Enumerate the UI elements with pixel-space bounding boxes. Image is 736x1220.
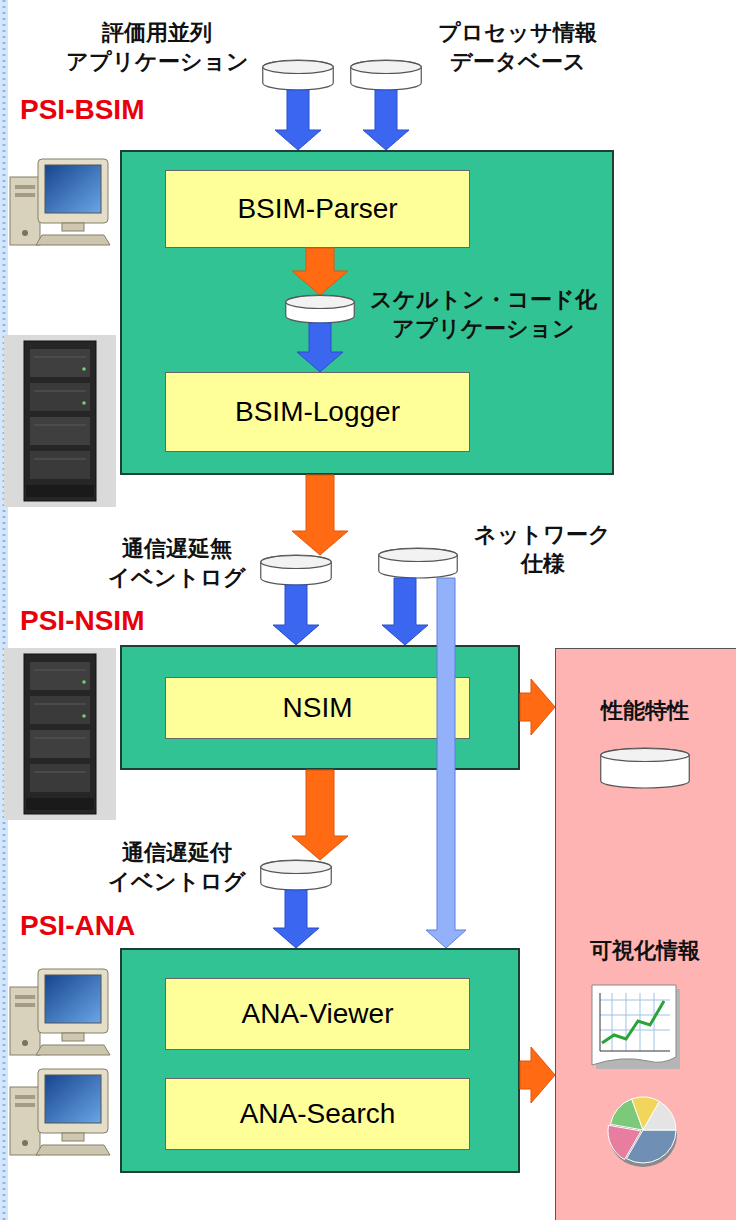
label-slot: 評価用並列 アプリケーション: [63, 19, 252, 76]
data-store: 通信遅延付 イベントログ: [260, 860, 332, 890]
process-label: BSIM-Parser: [237, 193, 397, 225]
edge-stripe-dots: [3, 0, 6, 1220]
workstation-icon: [10, 969, 110, 1055]
cylinder-shape: [260, 555, 332, 585]
label-slot: 通信遅延付 イベントログ: [105, 839, 250, 896]
cylinder-shape: [350, 60, 422, 90]
label-slot: PSI-ANA: [20, 910, 135, 942]
flow-arrow: [273, 585, 319, 645]
store-label: 性能特性: [594, 697, 695, 726]
data-store: 性能特性: [600, 748, 690, 788]
data-store: ネットワーク 仕様: [378, 548, 458, 578]
edge-stripe: [0, 0, 8, 1220]
store-label: スケルトン・コード化 アプリケーション: [367, 286, 600, 343]
flow-arrow: [273, 890, 319, 948]
label-slot: スケルトン・コード化 アプリケーション: [367, 286, 600, 343]
process-box: ANA-Search: [165, 1078, 470, 1150]
label-slot: PSI-NSIM: [20, 605, 144, 637]
label-slot: ネットワーク 仕様: [470, 521, 615, 578]
process-label: BSIM-Logger: [235, 396, 400, 428]
store-label: ネットワーク 仕様: [470, 521, 615, 578]
visual-output: 可視化情報: [585, 980, 705, 1175]
server-icon: [4, 335, 116, 507]
server-icon: [4, 648, 116, 820]
flow-arrow: [520, 679, 555, 735]
cylinder-shape: [378, 548, 458, 578]
workstation-icon: [10, 159, 110, 245]
output-label: 可視化情報: [583, 937, 706, 966]
workstation-icon: [10, 1069, 110, 1155]
flow-arrow: [382, 578, 428, 645]
cylinder-shape: [285, 295, 355, 323]
data-store: プロセッサ情報 データベース: [350, 60, 422, 90]
process-label: ANA-Viewer: [242, 998, 394, 1030]
label-slot: PSI-BSIM: [20, 94, 144, 126]
store-label: 通信遅延付 イベントログ: [105, 839, 250, 896]
cylinder-shape: [600, 748, 690, 788]
output-panel: 性能特性可視化情報: [555, 648, 736, 1220]
label-slot: 通信遅延無 イベントログ: [105, 535, 250, 592]
flow-arrow: [275, 90, 321, 150]
data-store: 評価用並列 アプリケーション: [262, 60, 334, 90]
data-store: スケルトン・コード化 アプリケーション: [285, 295, 355, 323]
store-label: 通信遅延無 イベントログ: [105, 535, 250, 592]
tool-group: BSIM-Parser スケルトン・コード化 アプリケーション BSIM-Logge…: [120, 150, 614, 475]
store-label: 評価用並列 アプリケーション: [63, 19, 252, 76]
tool-title: PSI-NSIM: [20, 605, 144, 637]
flow-arrow: [292, 770, 348, 860]
label-slot: 性能特性: [594, 697, 695, 726]
data-store: 通信遅延無 イベントログ: [260, 555, 332, 585]
process-label: NSIM: [283, 692, 353, 724]
label-slot: プロセッサ情報 データベース: [434, 19, 601, 76]
process-box: BSIM-Parser: [165, 170, 470, 248]
tool-title: PSI-ANA: [20, 910, 135, 942]
flow-arrow: [363, 90, 409, 150]
process-box: NSIM: [165, 677, 470, 739]
tool-group: NSIMPSI-NSIM: [120, 645, 520, 770]
cylinder-shape: [260, 860, 332, 890]
tool-title: PSI-BSIM: [20, 94, 144, 126]
label-slot: 可視化情報: [583, 937, 706, 966]
flow-arrow: [292, 475, 348, 555]
flow-arrow: [520, 1047, 555, 1103]
process-box: ANA-Viewer: [165, 978, 470, 1050]
cylinder-shape: [262, 60, 334, 90]
tool-group: ANA-ViewerANA-SearchPSI-ANA: [120, 948, 520, 1173]
process-box: BSIM-Logger: [165, 372, 470, 452]
process-label: ANA-Search: [240, 1098, 396, 1130]
store-label: プロセッサ情報 データベース: [434, 19, 601, 76]
